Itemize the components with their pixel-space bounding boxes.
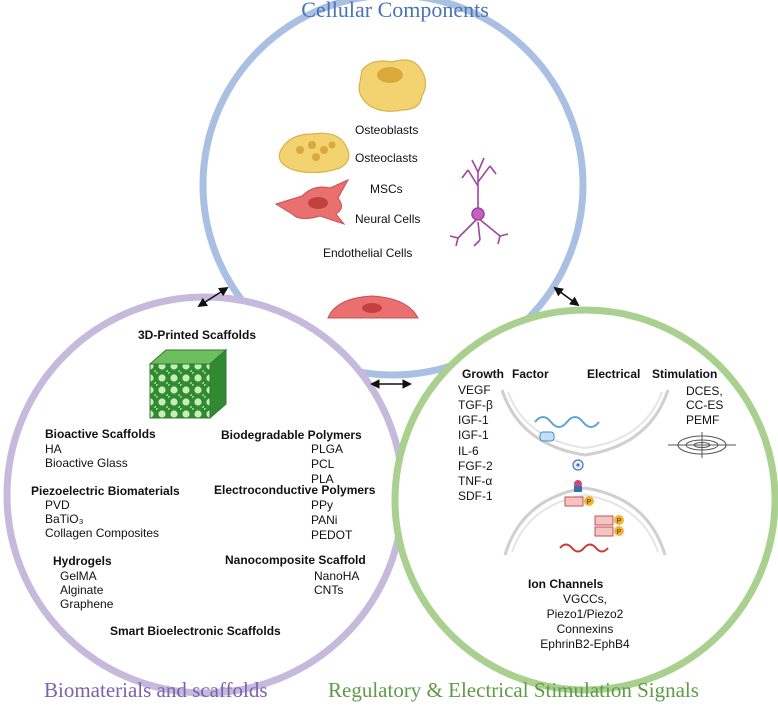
osteoblast-icon — [358, 59, 427, 112]
svg-text:P: P — [617, 529, 622, 536]
neuron-icon — [449, 157, 509, 247]
piezo-item-1: PVD — [45, 498, 70, 512]
conductive-title: Electroconductive Polymers — [214, 483, 376, 497]
growth-item-3: IGF-1 — [458, 413, 489, 427]
arrow-cellular-regulatory — [553, 286, 580, 307]
growth-item-8: SDF-1 — [458, 489, 493, 503]
cell-item-neural-cells: Neural Cells — [355, 212, 420, 226]
arrow-cellular-biomaterials — [197, 286, 229, 308]
electrical-title-word1: Electrical — [587, 367, 640, 381]
piezo-item-3: Collagen Composites — [45, 526, 159, 540]
biodegradable-item-1: PLGA — [311, 442, 343, 456]
cellular-components-circle — [199, 0, 587, 379]
hydrogels-item-2: Alginate — [60, 583, 104, 597]
cell-item-osteoclasts: Osteoclasts — [355, 151, 418, 165]
nano-item-2: CNTs — [314, 583, 343, 597]
cell-item-mscs: MSCs — [370, 182, 403, 196]
smart-scaffolds-title: Smart Bioelectronic Scaffolds — [110, 624, 281, 638]
electrical-item-1: DCES, — [686, 384, 723, 398]
conductive-item-1: PPy — [311, 498, 333, 512]
printed-scaffolds-title: 3D-Printed Scaffolds — [138, 328, 256, 342]
electrical-item-3: PEMF — [686, 413, 719, 427]
hydrogels-title: Hydrogels — [53, 554, 112, 568]
pemf-field-icon — [668, 432, 736, 458]
piezo-item-2: BaTiO₃ — [45, 512, 84, 526]
signaling-cells-icon: P P P — [500, 389, 670, 556]
electrical-item-2: CC-ES — [686, 398, 723, 412]
phospho-p-2 — [614, 515, 624, 525]
biodegradable-title: Biodegradable Polymers — [221, 428, 362, 442]
conductive-item-3: PEDOT — [311, 528, 353, 542]
svg-text:P: P — [587, 499, 592, 506]
growth-factor-title-word1: Growth — [462, 367, 504, 381]
phospho-p-1 — [584, 496, 594, 506]
growth-item-4: IGF-1 — [458, 428, 489, 442]
growth-item-6: FGF-2 — [458, 459, 493, 473]
electrical-title-word2: Stimulation — [652, 367, 717, 381]
bioactive-item-2: Bioactive Glass — [45, 456, 128, 470]
svg-text:P: P — [617, 518, 622, 525]
growth-factor-title-word2: Factor — [512, 367, 549, 381]
phospho-p-3 — [614, 526, 624, 536]
biodegradable-item-2: PCL — [311, 457, 335, 471]
bioactive-item-1: HA — [45, 442, 62, 456]
conductive-item-2: PANi — [311, 513, 337, 527]
growth-item-7: TNF-α — [458, 474, 492, 488]
biodegradable-item-3: PLA — [311, 472, 334, 486]
osteoclast-icon — [278, 132, 350, 174]
hydrogels-item-1: GelMA — [60, 569, 97, 583]
ion-channels-title: Ion Channels — [528, 577, 604, 591]
ion-item-1: VGCCs, — [563, 592, 607, 606]
hydrogels-item-3: Graphene — [60, 597, 114, 611]
endothelial-cell-icon — [327, 295, 419, 319]
msc-icon — [274, 178, 350, 226]
cell-item-endothelial-cells: Endothelial Cells — [323, 246, 412, 260]
cellular-title: Cellular Components — [301, 0, 489, 22]
ion-item-2: Piezo1/Piezo2 — [547, 607, 624, 621]
ion-item-3: Connexins — [557, 622, 614, 636]
biomaterials-title: Biomaterials and scaffolds — [44, 678, 268, 702]
bioactive-title: Bioactive Scaffolds — [45, 427, 156, 441]
growth-item-1: VEGF — [458, 383, 491, 397]
growth-item-5: IL-6 — [458, 444, 479, 458]
piezo-title: Piezoelectric Biomaterials — [31, 484, 180, 498]
scaffold-cube-icon — [148, 348, 228, 420]
regulatory-title: Regulatory & Electrical Stimulation Sign… — [328, 678, 699, 702]
nano-item-1: NanoHA — [314, 569, 359, 583]
ion-item-4: EphrinB2-EphB4 — [540, 637, 630, 651]
cell-item-osteoblasts: Osteoblasts — [355, 123, 418, 137]
nano-title: Nanocomposite Scaffold — [225, 553, 366, 567]
growth-item-2: TGF-β — [458, 398, 493, 412]
